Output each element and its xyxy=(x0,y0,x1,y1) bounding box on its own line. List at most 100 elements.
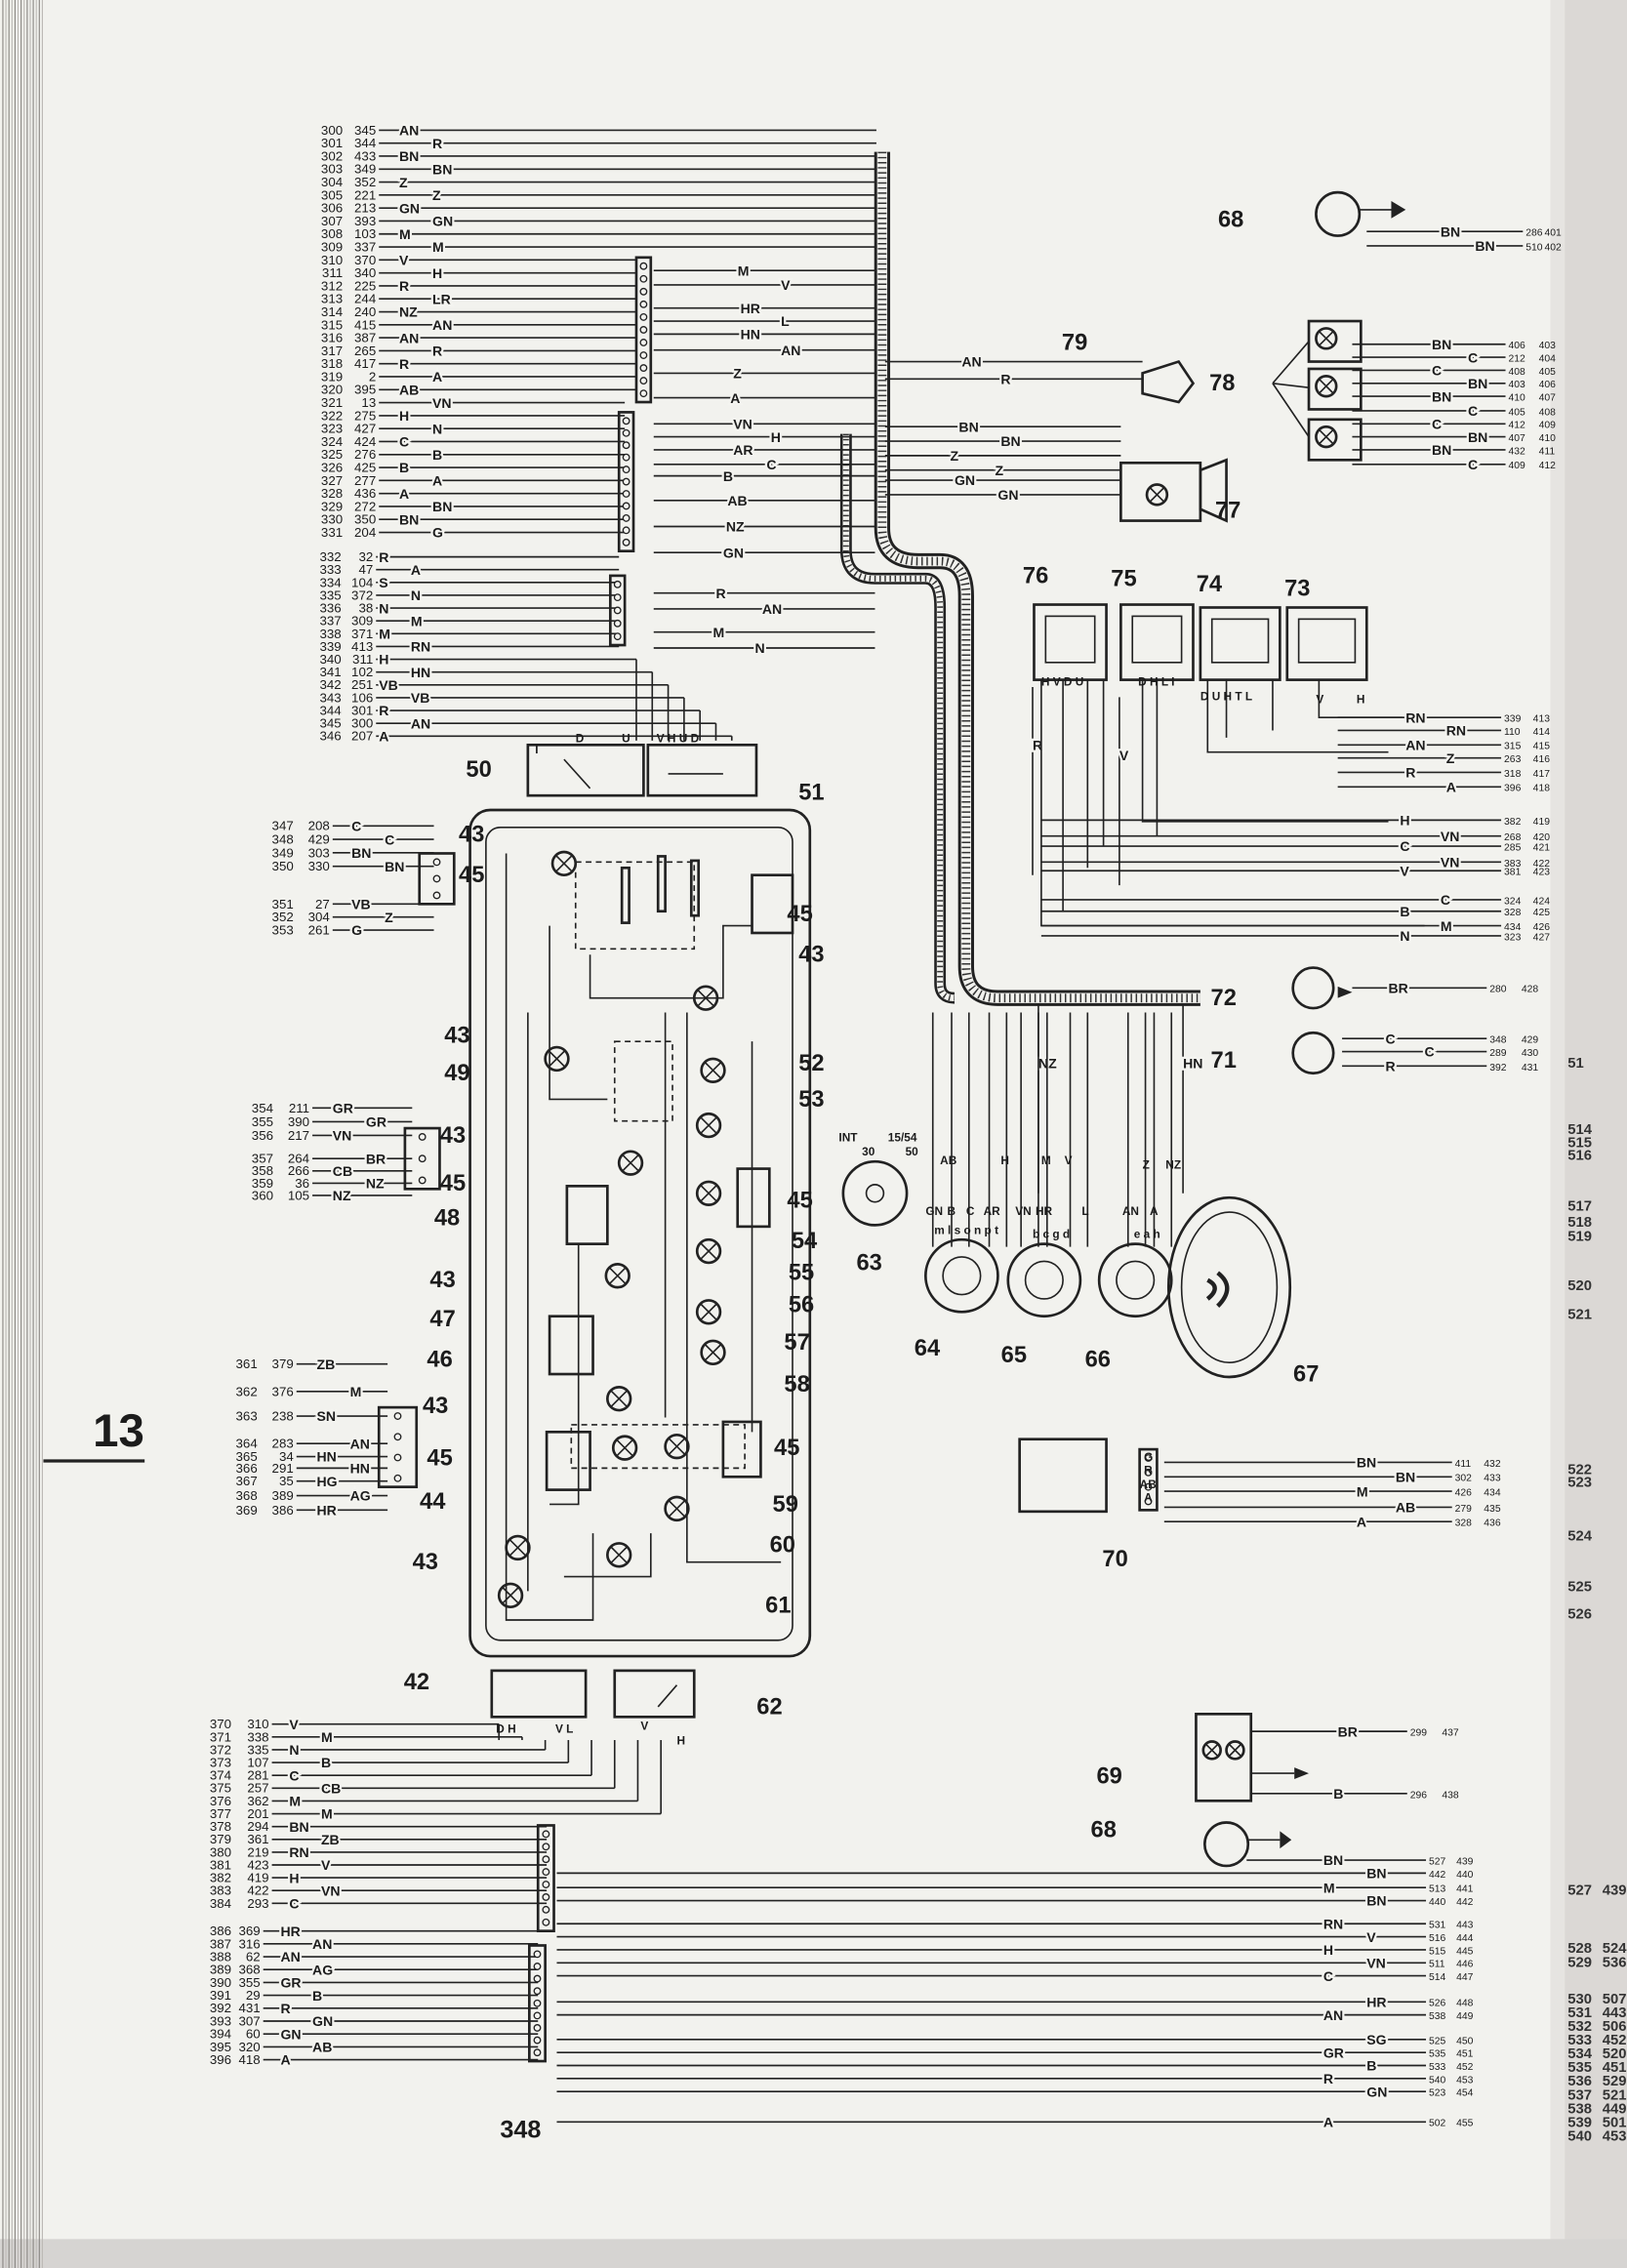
wire-row-number: 408 xyxy=(1539,407,1557,418)
wire-number: 316 xyxy=(238,1936,260,1951)
wire-number: 217 xyxy=(288,1128,309,1143)
connector-pin xyxy=(393,1412,402,1420)
wire-color-code: RN xyxy=(289,1844,308,1860)
wire-row-number: 374 xyxy=(210,1768,232,1783)
fuse-icon xyxy=(620,866,630,924)
wire-number: 104 xyxy=(351,575,374,589)
wire-number: 418 xyxy=(238,2052,260,2067)
wire-color-code: G xyxy=(351,922,362,938)
wire-number: 396 xyxy=(1504,784,1522,794)
component-number: 43 xyxy=(413,1550,438,1575)
wire-number: 526 xyxy=(1429,1999,1446,2009)
wire-row-number: 441 xyxy=(1456,1884,1474,1895)
wire-color-code: V xyxy=(321,1857,331,1873)
wire-row-number: 327 xyxy=(321,473,343,488)
wire-color-code: B xyxy=(312,1988,322,2004)
pin-label: A xyxy=(1144,1490,1153,1504)
component-number: 45 xyxy=(774,1436,799,1461)
wire-row-number: 379 xyxy=(210,1832,231,1846)
wire-color-code: V xyxy=(399,253,409,268)
connector-pin xyxy=(639,389,648,398)
wire-number: 368 xyxy=(238,1963,260,1977)
wire-color-code: Z xyxy=(399,175,408,190)
wire-color-code: H xyxy=(1323,1942,1333,1958)
fuse-box-wire xyxy=(589,924,752,999)
component-number: 59 xyxy=(773,1492,798,1518)
connector-pin xyxy=(639,351,648,359)
wire-number: 289 xyxy=(1489,1048,1507,1059)
wire-row-number: 351 xyxy=(272,897,294,911)
wire-color-code: B xyxy=(1366,2058,1376,2074)
connector-pin xyxy=(533,1974,542,1983)
wire-color-code: C xyxy=(1400,838,1409,854)
lamp-circle xyxy=(695,1112,722,1139)
wire-row-number: 356 xyxy=(252,1128,273,1143)
lamp-cross xyxy=(508,1539,527,1557)
wire-row-number: 431 xyxy=(1522,1063,1539,1073)
wire-row-number: 407 xyxy=(1539,393,1557,404)
switch-73-inner xyxy=(1297,618,1357,664)
wire-color-code: M xyxy=(1323,1880,1335,1895)
wire-number: 370 xyxy=(354,253,376,267)
wire-row-number: 343 xyxy=(319,690,341,705)
pin-label: D xyxy=(576,731,585,745)
lamp-circle xyxy=(700,1339,726,1365)
wire-color-code: HN xyxy=(317,1449,337,1465)
ground-arrow-icon xyxy=(1337,986,1353,998)
connector-a1 xyxy=(634,256,653,404)
wire-color-code: B xyxy=(432,447,442,463)
wire-color-code: BR xyxy=(366,1151,386,1166)
ground-arrow-icon xyxy=(1391,201,1406,219)
wire-number: 302 xyxy=(1455,1474,1473,1484)
connector-pin xyxy=(542,1905,550,1914)
connector-pin xyxy=(542,1893,550,1901)
lamp-cross xyxy=(608,1267,627,1285)
wire-number: 426 xyxy=(1455,1488,1473,1499)
sensor-71-icon xyxy=(1291,1031,1335,1075)
wire-row-number: 417 xyxy=(1533,769,1551,780)
sensor-72-icon xyxy=(1291,966,1335,1010)
facing-page-ref-value: 521 xyxy=(1603,2087,1627,2103)
switch-51-body xyxy=(646,743,758,797)
wire-row-number: 451 xyxy=(1456,2049,1474,2060)
wire-row-number: 386 xyxy=(210,1924,231,1938)
facing-page-ref-value: 451 xyxy=(1603,2060,1627,2076)
wire-row-number: 335 xyxy=(319,587,341,602)
wire-color-code: HR xyxy=(317,1503,337,1519)
wire-row-number: 342 xyxy=(319,677,341,692)
component-number: 65 xyxy=(1001,1343,1027,1368)
wire-color-code: AN xyxy=(280,1949,300,1964)
lamp-cross xyxy=(1228,1743,1242,1758)
wire-number: 330 xyxy=(308,859,330,873)
wire-number: 106 xyxy=(351,690,373,705)
wire-row-number: 411 xyxy=(1539,446,1556,457)
relay-icon xyxy=(545,1430,591,1491)
lamp-icon xyxy=(1225,1740,1245,1761)
wire-number: 265 xyxy=(354,344,376,358)
facing-page-ref: 521 xyxy=(1567,1308,1592,1323)
wire-number: 349 xyxy=(354,162,376,177)
wire-row-number: 365 xyxy=(236,1449,258,1464)
wire-number: 369 xyxy=(238,1924,260,1938)
connector-pin xyxy=(542,1855,550,1864)
wire-number: 219 xyxy=(247,1844,268,1859)
wire-row-number: 347 xyxy=(272,819,294,833)
wire-number: 60 xyxy=(246,2027,261,2042)
connector-f xyxy=(536,1824,555,1932)
wire-color-code: VN xyxy=(1366,1955,1386,1970)
wire-row-number: 334 xyxy=(319,575,342,589)
harness-color-code: N xyxy=(754,640,764,656)
harness-color-code: AN xyxy=(961,354,981,370)
connector-g xyxy=(527,1944,547,2063)
facing-page-ref-value: 501 xyxy=(1603,2115,1627,2130)
wire-color-code: BN xyxy=(432,499,452,514)
component-number: 43 xyxy=(459,823,484,848)
ignition-switch-63-icon xyxy=(841,1159,909,1227)
wire-number: 240 xyxy=(354,304,376,319)
facing-page-ref: 540 xyxy=(1567,2129,1592,2145)
wire-number: 406 xyxy=(1508,341,1525,351)
lamp-circle xyxy=(550,850,578,877)
connector-pin xyxy=(533,2036,542,2045)
lamp-cross xyxy=(668,1438,686,1456)
wire-color-code: R xyxy=(1386,1059,1396,1074)
